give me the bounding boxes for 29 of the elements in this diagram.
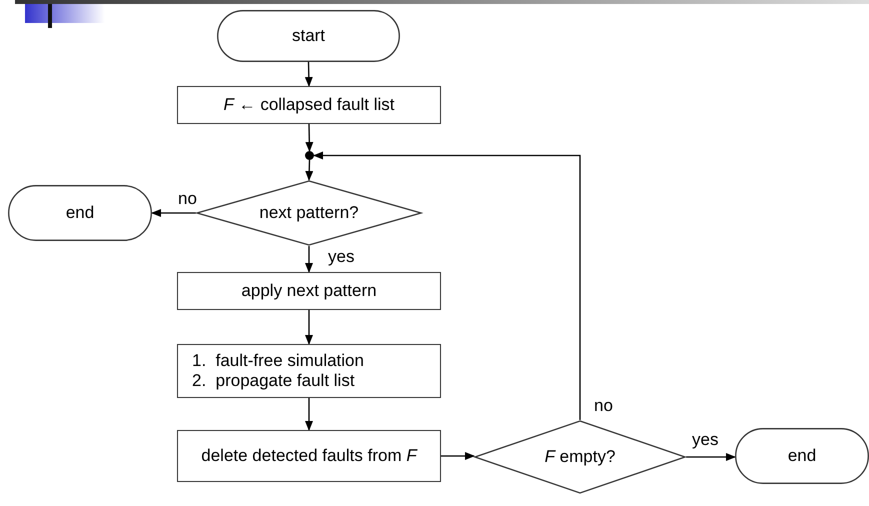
arrow — [305, 310, 313, 345]
decision-diamond — [474, 420, 686, 494]
node-label: apply next pattern — [241, 280, 377, 302]
process-box — [177, 344, 441, 398]
node-label: start — [292, 26, 326, 46]
decision-diamond — [196, 180, 422, 246]
arrow — [305, 246, 313, 273]
terminal-shape — [217, 10, 400, 62]
process-box — [177, 272, 441, 310]
node-label: end — [66, 202, 94, 224]
arrow — [313, 152, 581, 420]
arrow — [151, 209, 196, 217]
arrow — [305, 398, 313, 431]
node-label: end — [788, 446, 816, 466]
terminal-shape — [735, 428, 869, 484]
node-label: next pattern? — [259, 202, 359, 224]
list-item: 2. propagate fault list — [192, 371, 355, 392]
arrow — [305, 124, 314, 152]
process-box — [177, 86, 441, 124]
node-label: delete detected faults from F — [201, 446, 417, 466]
junction-dot — [305, 151, 314, 160]
node-label: F ← collapsed fault list — [223, 94, 395, 116]
arrow — [686, 453, 736, 461]
arrow — [304, 62, 313, 87]
process-box — [177, 430, 441, 482]
arrow — [305, 160, 314, 181]
list-item: 1. fault-free simulation — [192, 350, 364, 371]
node-label: F empty? — [544, 446, 616, 468]
arrow — [441, 452, 475, 460]
